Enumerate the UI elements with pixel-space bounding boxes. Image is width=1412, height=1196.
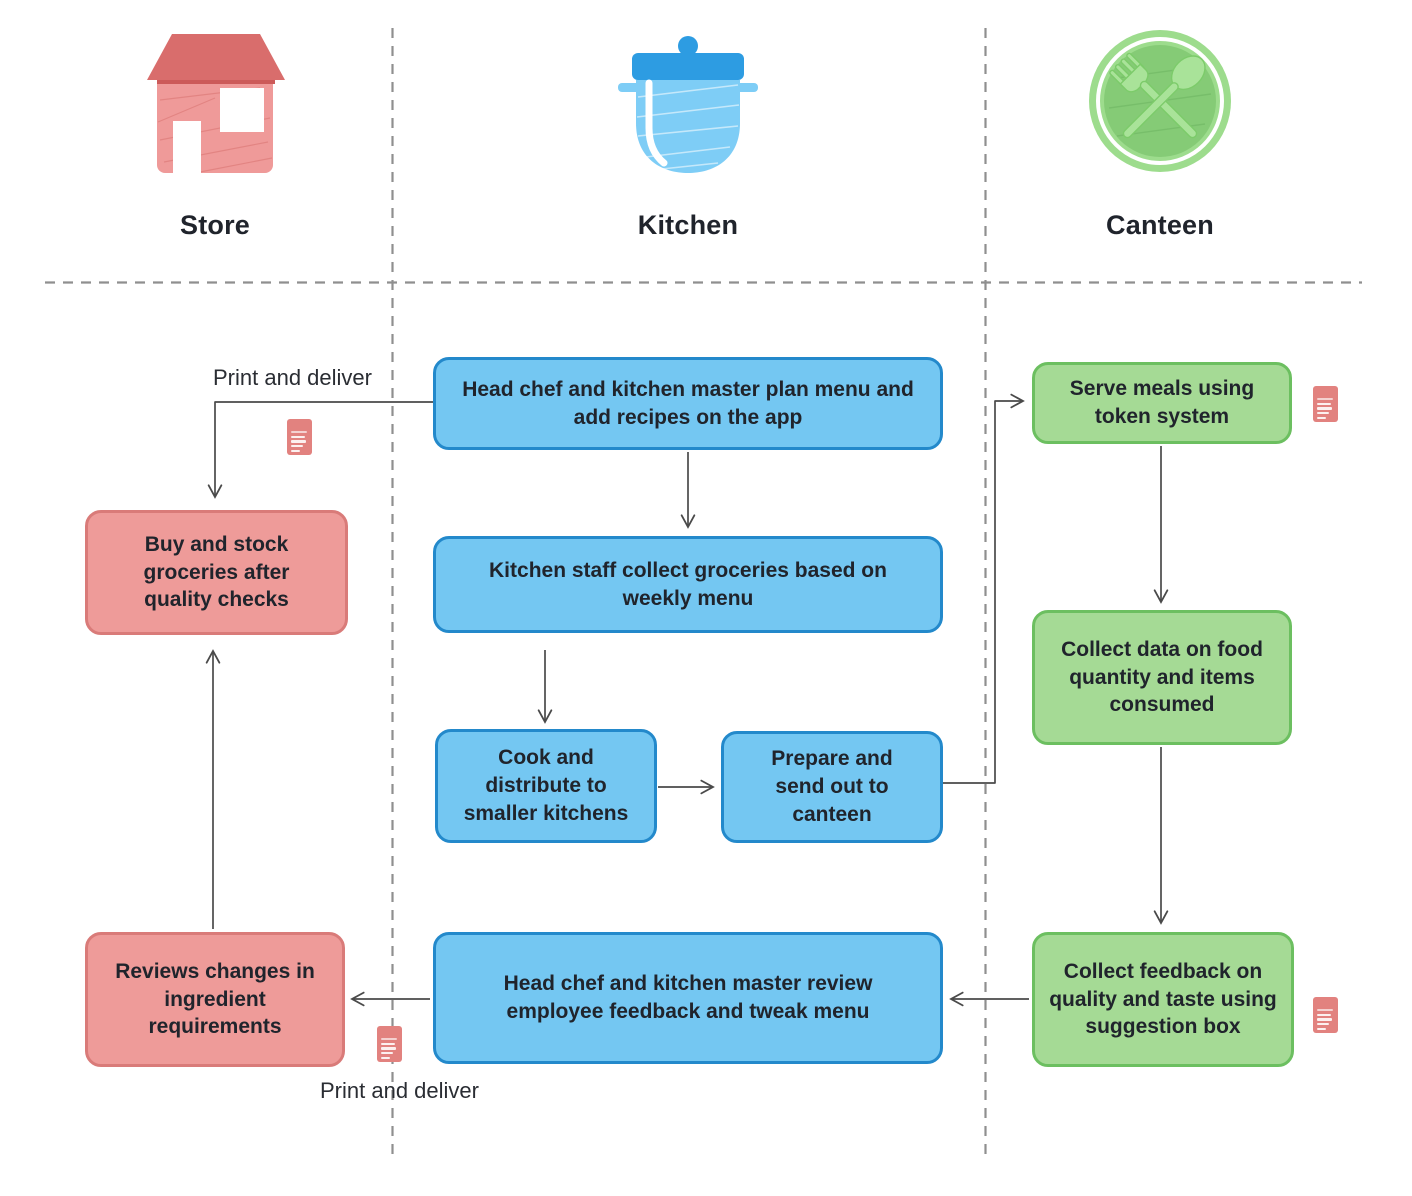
plate-fork-spoon-icon — [1089, 30, 1231, 172]
flow-node-serve-meals: Serve meals using token system — [1032, 362, 1292, 444]
edge-plan-to-buystock — [207, 401, 433, 499]
document-icon — [377, 1026, 402, 1062]
lane-label-store: Store — [179, 210, 251, 240]
annotation-print-deliver-bottom: Print and deliver — [320, 1078, 479, 1103]
annotation-print-deliver-top: Print and deliver — [213, 365, 372, 390]
document-icon — [1313, 386, 1338, 422]
flow-node-prepare-send: Prepare and send out to canteen — [721, 731, 943, 843]
document-icon — [287, 419, 312, 455]
flow-node-collect-data: Collect data on food quantity and items … — [1032, 610, 1292, 745]
lane-label-kitchen: Kitchen — [637, 210, 739, 240]
flow-node-review-feedback: Head chef and kitchen master review empl… — [433, 932, 943, 1064]
flow-node-collect-groceries: Kitchen staff collect groceries based on… — [433, 536, 943, 633]
lane-label-canteen: Canteen — [1106, 210, 1214, 240]
flow-node-buy-stock: Buy and stock groceries after quality ch… — [85, 510, 348, 635]
document-icon — [1313, 997, 1338, 1033]
edge-prepare-to-serve — [943, 393, 1025, 784]
flow-node-cook-distribute: Cook and distribute to smaller kitchens — [435, 729, 657, 843]
flow-node-plan-menu: Head chef and kitchen master plan menu a… — [433, 357, 943, 450]
flow-node-collect-feedback: Collect feedback on quality and taste us… — [1032, 932, 1294, 1067]
flow-node-reviews-changes: Reviews changes in ingredient requiremen… — [85, 932, 345, 1067]
house-icon — [147, 34, 285, 173]
cooking-pot-icon — [618, 36, 758, 173]
